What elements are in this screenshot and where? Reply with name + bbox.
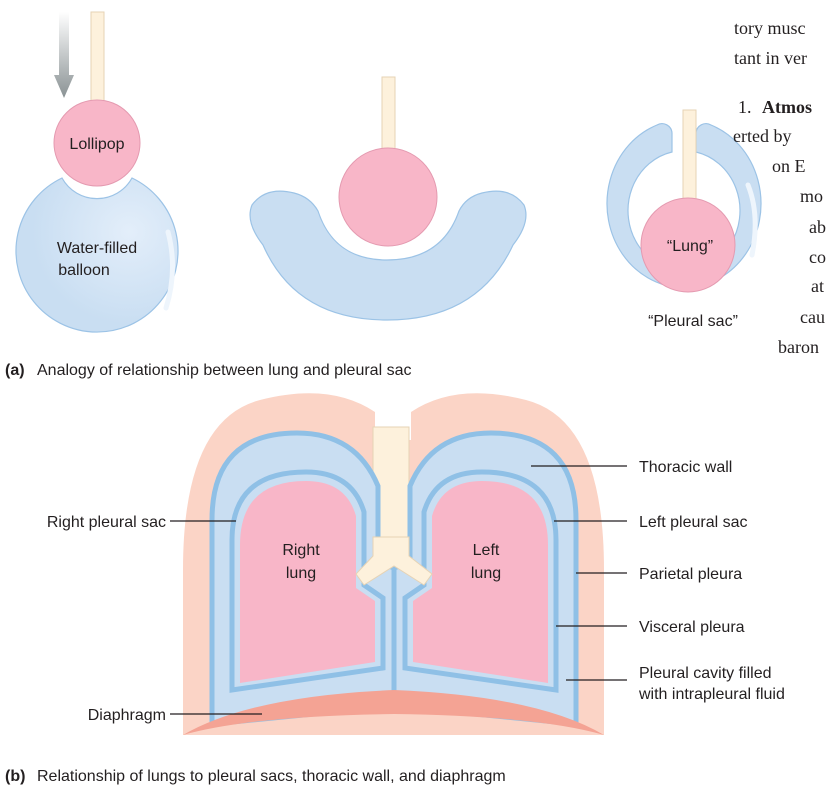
side-text-bold: Atmos (762, 97, 812, 117)
right-lung-label-line2: lung (286, 565, 316, 582)
panel-b: Right lung Left lung Right pleural sac D… (5, 393, 785, 785)
label-left-pleural-sac: Left pleural sac (639, 514, 748, 531)
side-text-line: erted by (733, 126, 791, 146)
figure-lollipop-pressing (250, 77, 526, 320)
left-lung-label-line1: Left (473, 542, 500, 559)
balloon-label-line1: Water-filled (57, 240, 137, 257)
panel-a: Lollipop Water-filled balloon “Lung” “Pl… (5, 12, 761, 379)
caption-b-tag: (b) (5, 768, 25, 785)
label-pleural-cavity-line2: with intrapleural fluid (638, 686, 785, 703)
side-text-line: tant in ver (734, 48, 807, 68)
label-visceral-pleura: Visceral pleura (639, 619, 745, 636)
pleural-sac-label: “Pleural sac” (648, 313, 738, 330)
lollipop-stick (382, 77, 395, 157)
label-pleural-cavity-line1: Pleural cavity filled (639, 665, 772, 682)
label-parietal-pleura: Parietal pleura (639, 566, 742, 583)
label-diaphragm: Diaphragm (88, 707, 166, 724)
side-text-line: tory musc (734, 18, 806, 38)
side-text-line: co (809, 247, 826, 267)
left-lung-label-line2: lung (471, 565, 501, 582)
side-text-line: ab (809, 217, 826, 237)
label-thoracic-wall: Thoracic wall (639, 459, 732, 476)
lollipop-stick (683, 110, 696, 200)
caption-b-text: Relationship of lungs to pleural sacs, t… (37, 768, 506, 785)
lollipop-label: Lollipop (69, 136, 124, 153)
side-text-line: cau (800, 307, 825, 327)
lollipop (339, 148, 437, 246)
side-text-number: 1. (738, 97, 752, 117)
caption-a-tag: (a) (5, 362, 25, 379)
balloon-label-line2: balloon (58, 262, 110, 279)
side-text-line: at (811, 276, 824, 296)
label-right-pleural-sac: Right pleural sac (47, 514, 166, 531)
push-arrow-icon (54, 12, 74, 98)
right-lung-label-line1: Right (282, 542, 320, 559)
lung-label: “Lung” (667, 238, 713, 255)
side-text-line: on E (772, 156, 806, 176)
side-text-line: baron (778, 337, 819, 357)
caption-a-text: Analogy of relationship between lung and… (37, 362, 411, 379)
figure-lollipop-and-balloon: Lollipop Water-filled balloon (16, 12, 178, 332)
lollipop-stick (91, 12, 104, 107)
side-text-line: mo (800, 186, 823, 206)
